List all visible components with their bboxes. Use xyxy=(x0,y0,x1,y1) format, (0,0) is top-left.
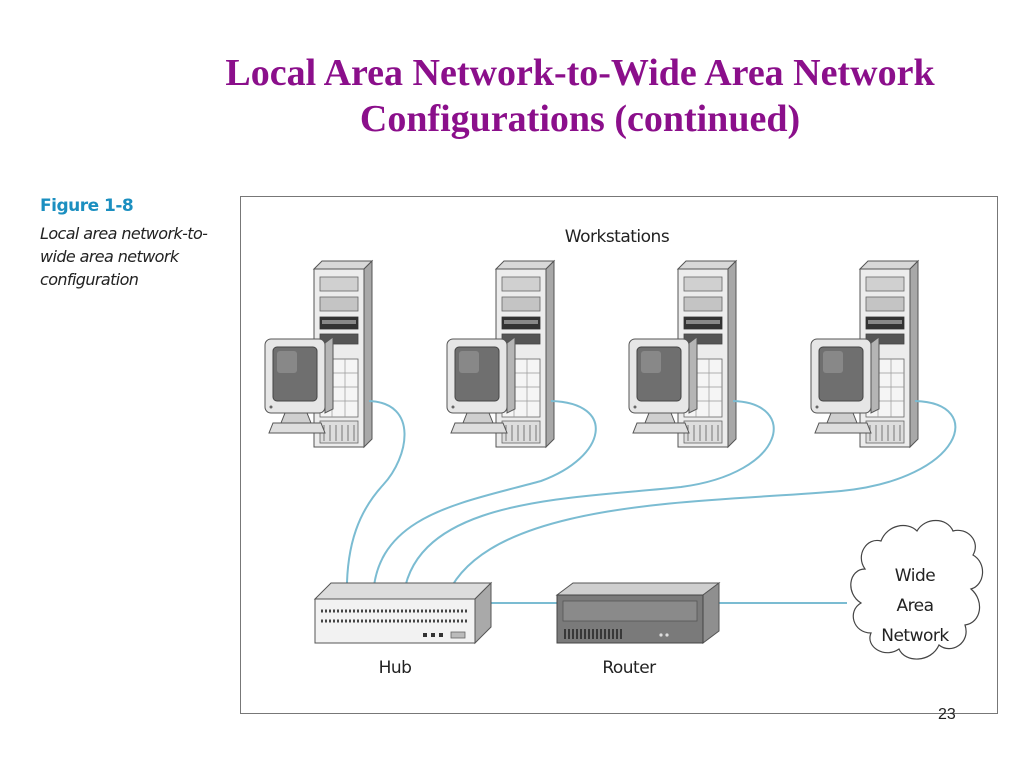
figure-description: Local area network-to- wide area network… xyxy=(40,222,230,291)
workstation xyxy=(810,260,919,448)
slide-title-line-1: Local Area Network-to-Wide Area Network xyxy=(225,52,935,94)
router xyxy=(555,582,721,644)
page-number: 23 xyxy=(938,706,956,723)
figure-description-line: wide area network xyxy=(40,247,179,266)
workstation xyxy=(446,260,555,448)
router-label: Router xyxy=(602,658,656,678)
network-diagram-svg: Workstations Hub xyxy=(264,227,984,678)
wan-label-line: Wide xyxy=(895,566,935,586)
wan-label-line: Area xyxy=(896,596,933,616)
workstation xyxy=(628,260,737,448)
figure-description-line: configuration xyxy=(40,270,139,289)
wan-label-line: Network xyxy=(881,626,949,646)
hub-label: Hub xyxy=(379,658,412,678)
workstations-label: Workstations xyxy=(565,227,670,247)
network-diagram: Workstations Hub xyxy=(240,196,998,714)
workstation xyxy=(264,260,373,448)
network-cables xyxy=(345,400,957,604)
figure-caption: Figure 1-8 Local area network-to- wide a… xyxy=(40,196,230,291)
hub xyxy=(313,581,493,645)
wan-cloud: Wide Area Network xyxy=(850,519,984,660)
slide-title-line-2: Configurations (continued) xyxy=(359,98,801,140)
figure-description-line: Local area network-to- xyxy=(40,224,208,243)
slide-title: Local Area Network-to-Wide Area Network … xyxy=(0,50,1024,142)
figure-label: Figure 1-8 xyxy=(40,196,134,216)
